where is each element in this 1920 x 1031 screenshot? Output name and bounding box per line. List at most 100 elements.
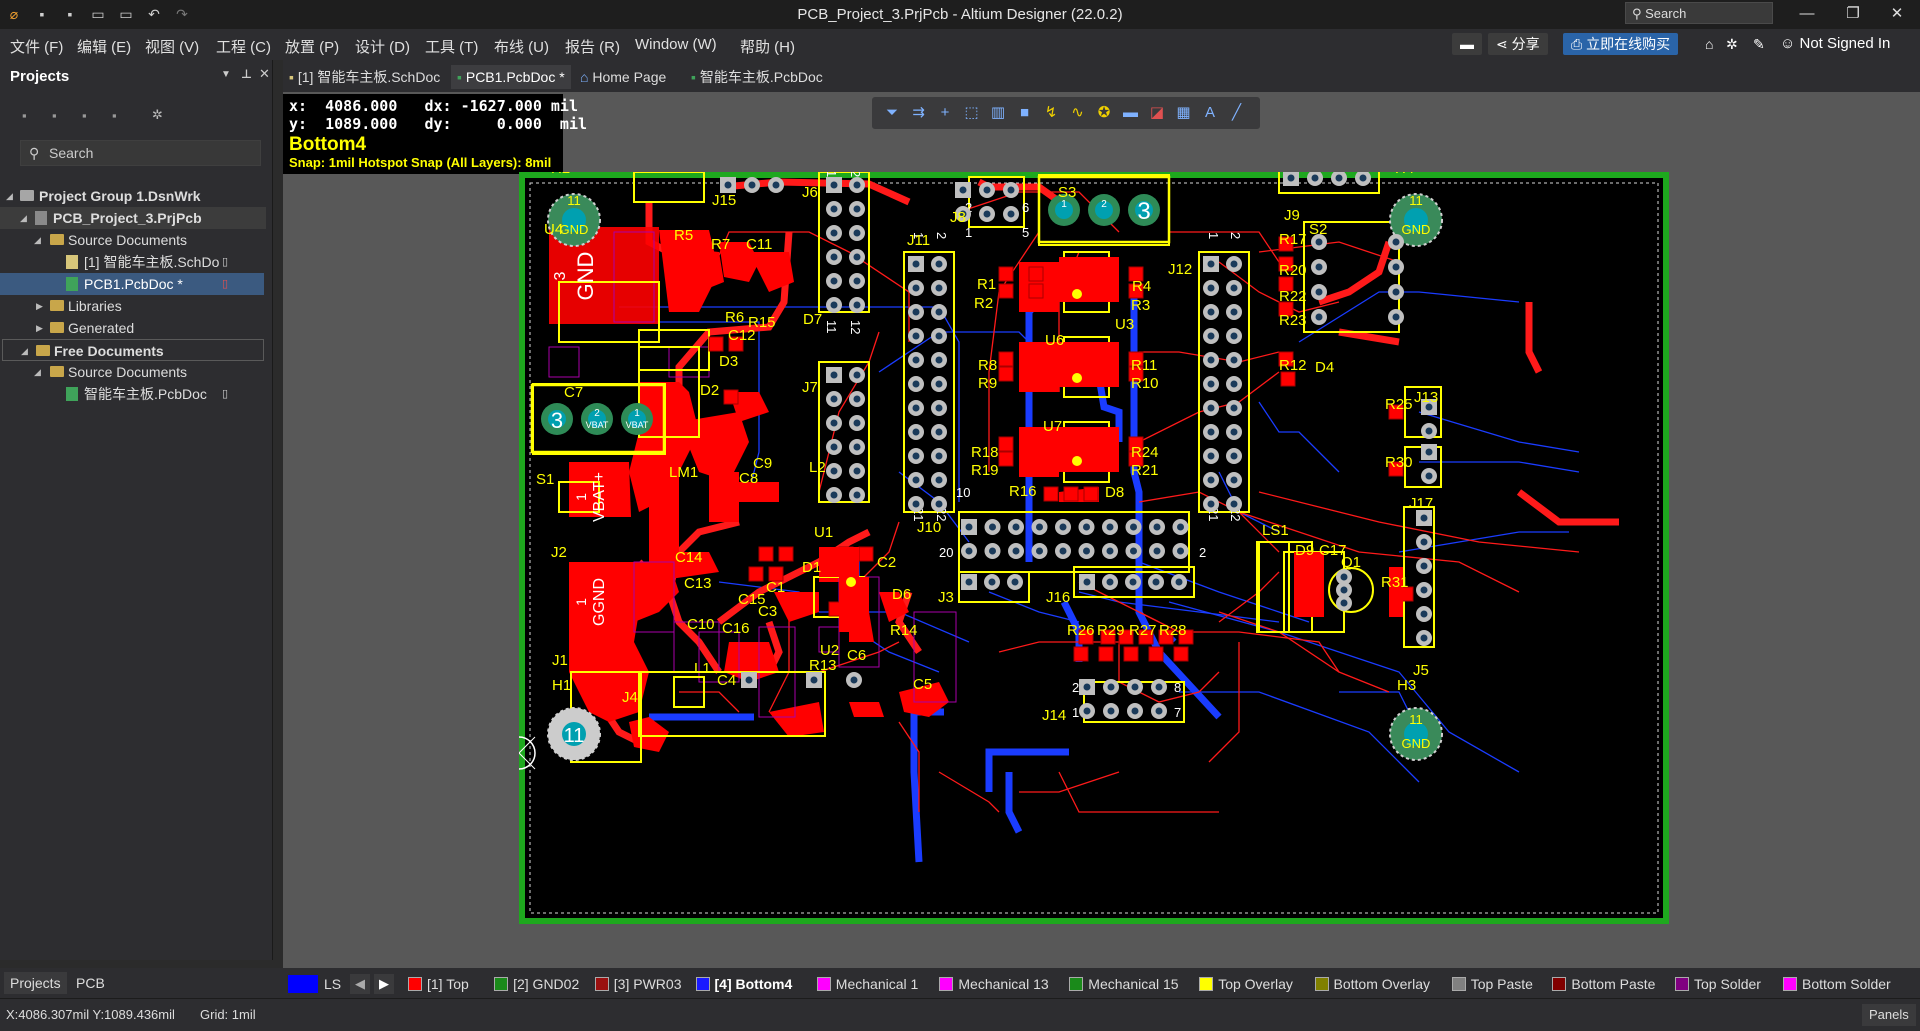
- home-icon[interactable]: ⌂: [1705, 36, 1714, 52]
- tab-schdoc[interactable]: ▪ [1] 智能车主板.SchDoc: [283, 65, 446, 89]
- menu-reports[interactable]: 报告 (R): [565, 39, 620, 56]
- chart-icon[interactable]: ▥: [990, 104, 1006, 121]
- expand-arrow-icon[interactable]: ◢: [21, 346, 28, 356]
- menu-design[interactable]: 设计 (D): [355, 39, 410, 56]
- layer-tab-5[interactable]: Mechanical 1: [835, 976, 919, 992]
- layer-tab-11[interactable]: Bottom Paste: [1571, 976, 1656, 992]
- dimension-icon[interactable]: ◪: [1149, 104, 1165, 121]
- layer-scroll-left-icon[interactable]: ◀: [350, 974, 370, 994]
- menu-help[interactable]: 帮助 (H): [740, 39, 795, 56]
- layer-tab-4[interactable]: [4] Bottom4: [714, 976, 793, 992]
- gear-icon[interactable]: ✲: [1726, 36, 1738, 52]
- tree-item-free-documents[interactable]: ◢ Free Documents: [2, 339, 264, 361]
- filter-icon[interactable]: ⏷: [885, 104, 898, 121]
- cross-icon[interactable]: +: [940, 104, 950, 121]
- menu-place[interactable]: 放置 (P): [285, 39, 340, 56]
- layer-tab-13[interactable]: Bottom Solder: [1802, 976, 1891, 992]
- text-icon[interactable]: A: [1204, 104, 1215, 121]
- tree-item-pcb-project[interactable]: ◢ PCB_Project_3.PrjPcb: [0, 207, 266, 229]
- layer-set-swatch[interactable]: [288, 975, 318, 993]
- tab-smart-car-pcbdoc[interactable]: ▪ 智能车主板.PcbDoc: [685, 65, 829, 89]
- layer-tab-1[interactable]: [1] Top: [427, 976, 469, 992]
- notifications-icon[interactable]: ✎: [1753, 36, 1765, 52]
- layer-set-label[interactable]: LS: [324, 976, 342, 992]
- arc-icon[interactable]: ∿: [1071, 104, 1084, 121]
- collapse-arrow-icon[interactable]: ▶: [36, 301, 43, 311]
- layer-scroll-right-icon[interactable]: ▶: [374, 974, 394, 994]
- comment-icon[interactable]: ▬: [1452, 33, 1482, 55]
- select-rect-icon[interactable]: ⬚: [964, 104, 979, 121]
- share-button[interactable]: ⋖ 分享: [1488, 33, 1548, 55]
- menu-route[interactable]: 布线 (U): [494, 39, 549, 56]
- menu-window[interactable]: Window (W): [635, 36, 717, 53]
- panel-tab-projects[interactable]: Projects: [4, 972, 67, 994]
- tree-item-schdoc[interactable]: [1] 智能车主板.SchDo ▯: [0, 251, 266, 273]
- layer-color-swatch[interactable]: [1314, 977, 1329, 991]
- layer-tab-9[interactable]: Bottom Overlay: [1333, 976, 1430, 992]
- menu-tools[interactable]: 工具 (T): [425, 39, 479, 56]
- layer-tab-7[interactable]: Mechanical 15: [1088, 976, 1179, 992]
- tree-item-project-group[interactable]: ◢ Project Group 1.DsnWrk: [0, 185, 266, 207]
- compile-icon[interactable]: ▪: [52, 108, 57, 123]
- minimize-button[interactable]: —: [1799, 5, 1815, 22]
- route-icon[interactable]: ⇉: [912, 104, 925, 121]
- layer-tab-3[interactable]: [3] PWR03: [613, 976, 682, 992]
- line-icon[interactable]: ╱: [1231, 104, 1242, 121]
- history-icon[interactable]: ▪: [112, 108, 117, 123]
- layer-color-swatch[interactable]: [408, 977, 422, 991]
- tree-item-free-source-documents[interactable]: ◢ Source Documents: [0, 361, 266, 383]
- undo-icon[interactable]: ↶: [148, 6, 160, 22]
- expand-arrow-icon[interactable]: ◢: [34, 367, 41, 377]
- close-button[interactable]: ✕: [1890, 5, 1904, 22]
- layer-tab-8[interactable]: Top Overlay: [1218, 976, 1293, 992]
- layer-color-swatch[interactable]: [816, 977, 831, 991]
- expand-arrow-icon[interactable]: ◢: [20, 213, 27, 223]
- vcs-icon[interactable]: ▪: [82, 108, 87, 123]
- expand-arrow-icon[interactable]: ◢: [34, 235, 41, 245]
- pcb-board[interactable]: 11 GND 11 GND 11 11 GND 1 2 3 3 2 VBAT 1…: [519, 172, 1669, 924]
- buy-online-button[interactable]: ⎙ 立即在线购买: [1563, 33, 1679, 55]
- open-icon[interactable]: ▭: [91, 6, 105, 22]
- component-icon[interactable]: ■: [1019, 104, 1030, 121]
- layer-color-swatch[interactable]: [1675, 977, 1689, 991]
- expand-arrow-icon[interactable]: ◢: [6, 191, 13, 201]
- collapse-arrow-icon[interactable]: ▶: [36, 323, 43, 333]
- region-icon[interactable]: ▦: [1176, 104, 1191, 121]
- pin-icon[interactable]: ⊥: [241, 67, 252, 81]
- layer-color-swatch[interactable]: [1451, 977, 1466, 991]
- menu-view[interactable]: 视图 (V): [145, 39, 200, 56]
- account-button[interactable]: ☺ Not Signed In: [1780, 35, 1891, 52]
- tab-home-page[interactable]: ⌂ Home Page: [574, 65, 672, 89]
- maximize-button[interactable]: ❐: [1846, 5, 1860, 22]
- tab-pcb1[interactable]: ▪ PCB1.PcbDoc *: [451, 65, 571, 89]
- global-search-input[interactable]: ⚲ Search: [1625, 2, 1773, 24]
- redo-icon[interactable]: ↷: [176, 6, 188, 22]
- layer-color-swatch[interactable]: [594, 977, 609, 991]
- tree-item-free-pcbdoc[interactable]: 智能车主板.PcbDoc ▯: [0, 383, 266, 405]
- layer-color-swatch[interactable]: [494, 977, 509, 991]
- tree-item-generated[interactable]: ▶ Generated: [0, 317, 266, 339]
- layer-color-swatch[interactable]: [1783, 977, 1797, 991]
- open-project-icon[interactable]: ▭: [119, 6, 133, 22]
- save-project-icon[interactable]: ▪: [22, 108, 27, 123]
- menu-edit[interactable]: 编辑 (E): [77, 39, 132, 56]
- layer-tab-2[interactable]: [2] GND02: [513, 976, 580, 992]
- menu-project[interactable]: 工程 (C): [216, 39, 271, 56]
- layer-color-swatch[interactable]: [695, 977, 710, 991]
- panel-menu-icon[interactable]: ▼: [221, 69, 231, 80]
- panels-button[interactable]: Panels: [1862, 1004, 1916, 1026]
- layer-color-swatch[interactable]: [939, 977, 954, 991]
- tree-item-source-documents[interactable]: ◢ Source Documents: [0, 229, 266, 251]
- layer-color-swatch[interactable]: [1552, 977, 1567, 991]
- projects-search-input[interactable]: ⚲ Search: [20, 140, 261, 166]
- tree-item-libraries[interactable]: ▶ Libraries: [0, 295, 266, 317]
- layer-tab-6[interactable]: Mechanical 13: [958, 976, 1049, 992]
- panel-close-icon[interactable]: ✕: [259, 66, 270, 81]
- settings-gear-icon[interactable]: ✲: [152, 107, 163, 122]
- tree-item-pcbdoc[interactable]: PCB1.PcbDoc * ▯: [0, 273, 264, 295]
- layer-tab-10[interactable]: Top Paste: [1470, 976, 1533, 992]
- menu-file[interactable]: 文件 (F): [10, 39, 64, 56]
- layer-color-swatch[interactable]: [1069, 977, 1084, 991]
- layer-tab-12[interactable]: Top Solder: [1694, 976, 1761, 992]
- polygon-icon[interactable]: ▬: [1123, 104, 1138, 121]
